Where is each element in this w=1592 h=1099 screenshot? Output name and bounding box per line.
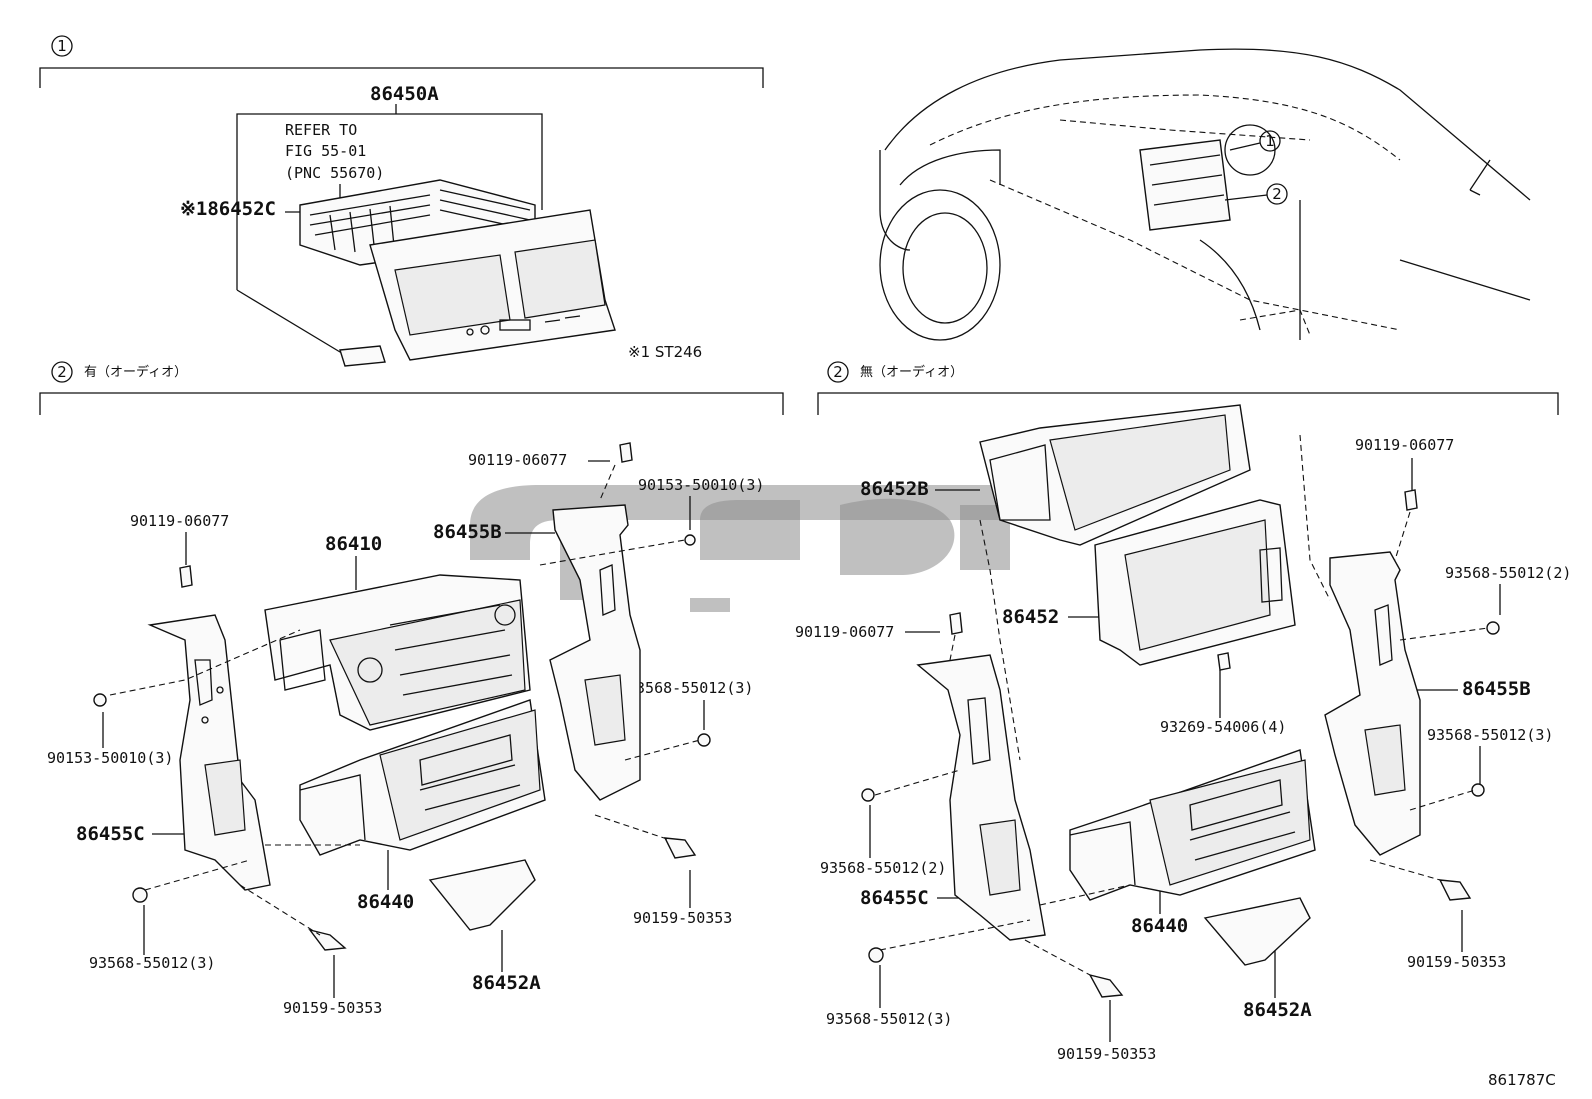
label-90159-50353-bottom: 90159-50353: [283, 999, 382, 1017]
label-86455C-right: 86455C: [860, 887, 929, 909]
label-86455B-right: 86455B: [1462, 678, 1531, 700]
ref-circle-2-right: [827, 361, 849, 383]
section-header-with-audio: 有（オーディオ）: [84, 364, 187, 380]
section-header-without-audio: 無（オーディオ）: [860, 364, 963, 380]
ref-number-2-left: 2: [57, 363, 67, 381]
section-1: 1 86450A REFER TO FIG 55-01 (PNC 55670) …: [39, 35, 764, 367]
cover-86452A-right-drawing: [1203, 897, 1311, 966]
label-86452A-right: 86452A: [1243, 999, 1312, 1021]
label-86450A: 86450A: [370, 83, 439, 105]
clip-drawing: [339, 345, 386, 367]
label-90119-06077-top-right: 90119-06077: [1355, 436, 1454, 454]
bracket-86455B-right-drawing: [1324, 551, 1421, 856]
ref-number-1: 1: [57, 37, 67, 55]
bezel-frame-drawing: [369, 209, 616, 361]
label-93568-55012-bottom: 93568-55012(3): [826, 1010, 952, 1028]
section-2-with-audio: 2 有（オーディオ） 90119-06077 90153-50010(3) 90…: [39, 361, 784, 1017]
label-90159-50353-bottom-right: 90159-50353: [1057, 1045, 1156, 1063]
label-90119-06077-left-right: 90119-06077: [795, 623, 894, 641]
label-90153-50010-top: 90153-50010(3): [638, 476, 764, 494]
footnote-st246: ※1 ST246: [628, 343, 702, 361]
label-86440-left: 86440: [357, 891, 414, 913]
refer-text-line3: (PNC 55670): [285, 164, 384, 182]
label-86452C: ※186452C: [180, 198, 276, 220]
receiver-86410-drawing: [264, 574, 531, 731]
frame-86452B-drawing: [979, 404, 1251, 546]
bracket-86455B-left-drawing: [549, 504, 641, 801]
section-2-without-audio: 2 無（オーディオ） 86452B 90119-06077 93568-5501…: [795, 361, 1571, 1063]
label-90119-06077-left: 90119-06077: [130, 512, 229, 530]
label-86455C-left: 86455C: [76, 823, 145, 845]
label-86455B-left: 86455B: [433, 521, 502, 543]
label-86452: 86452: [1002, 606, 1059, 628]
label-86440-right: 86440: [1131, 915, 1188, 937]
refer-text-line1: REFER TO: [285, 121, 357, 139]
car-interior-drawing: 1 2: [879, 48, 1531, 341]
label-93568-55012-left-right: 93568-55012(2): [820, 859, 946, 877]
label-90153-50010-left: 90153-50010(3): [47, 749, 173, 767]
plate-86452-drawing: [1094, 499, 1296, 666]
label-90159-50353-right: 90159-50353: [633, 909, 732, 927]
label-86410: 86410: [325, 533, 382, 555]
label-86452B: 86452B: [860, 478, 929, 500]
cover-86452A-left-drawing: [428, 859, 536, 931]
label-90119-06077-top: 90119-06077: [468, 451, 567, 469]
refer-text-line2: FIG 55-01: [285, 142, 366, 160]
bracket-86455C-right-drawing: [916, 654, 1046, 941]
ref-circle-1: [51, 35, 73, 57]
car-ref-number-1: 1: [1265, 132, 1275, 150]
ref-number-2-right: 2: [833, 363, 843, 381]
panel-86440-left-drawing: [299, 699, 546, 856]
ref-circle-2-left: [51, 361, 73, 383]
label-90159-50353-right-right: 90159-50353: [1407, 953, 1506, 971]
fasteners-right-drawing: [861, 489, 1500, 998]
label-93269-54006: 93269-54006(4): [1160, 718, 1286, 736]
label-86452A-left: 86452A: [472, 972, 541, 994]
fasteners-left-drawing: [93, 442, 711, 951]
label-93568-55012-top-right: 93568-55012(2): [1445, 564, 1571, 582]
figure-code: 861787C: [1488, 1071, 1556, 1089]
label-93568-55012-right: 93568-55012(3): [1427, 726, 1553, 744]
bracket-86455C-left-drawing: [147, 614, 271, 891]
label-93568-55012-left: 93568-55012(3): [89, 954, 215, 972]
panel-86440-right-drawing: [1069, 749, 1316, 901]
label-93568-55012-right: 93568-55012(3): [627, 679, 753, 697]
car-ref-number-2: 2: [1272, 185, 1282, 203]
